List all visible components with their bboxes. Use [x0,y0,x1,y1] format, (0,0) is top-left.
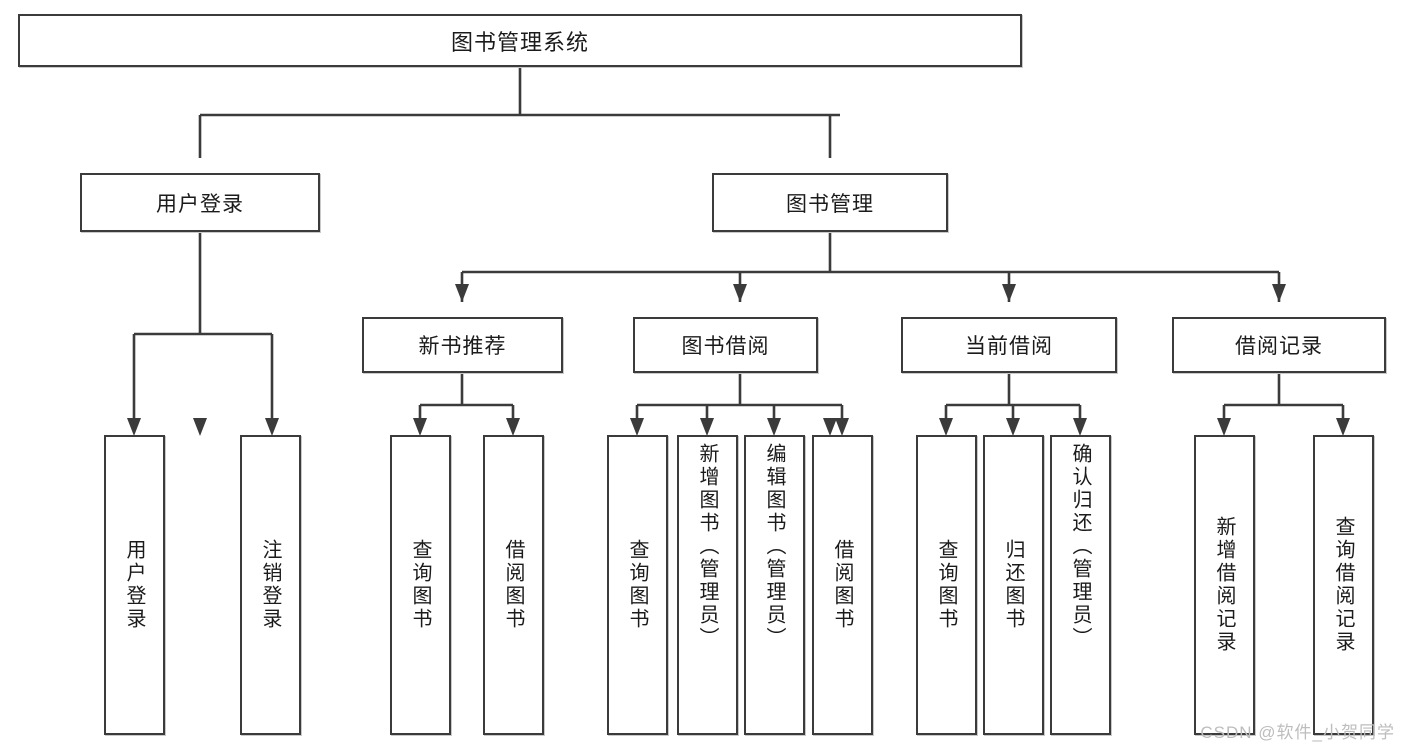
node-borrow-record[interactable]: 借阅记录 [1172,317,1386,373]
node-user-login[interactable]: 用户登录 [80,173,320,232]
leaf-user-login-signout[interactable]: 注销登录 [240,435,301,735]
leaf-record-query[interactable]: 查询借阅记录 [1313,435,1374,735]
leaf-borrow-add-book-admin[interactable]: 新增图书（管理员） [677,435,738,735]
leaf-borrow-query-book[interactable]: 查询图书 [607,435,668,735]
leaf-user-login-signin[interactable]: 用户登录 [104,435,165,735]
node-root-system[interactable]: 图书管理系统 [18,14,1022,67]
node-current-borrow[interactable]: 当前借阅 [901,317,1117,373]
leaf-new-book-query[interactable]: 查询图书 [390,435,451,735]
node-new-book-recommend[interactable]: 新书推荐 [362,317,563,373]
node-book-management[interactable]: 图书管理 [712,173,948,232]
leaf-current-query-book[interactable]: 查询图书 [916,435,977,735]
leaf-record-add[interactable]: 新增借阅记录 [1194,435,1255,735]
node-book-borrow[interactable]: 图书借阅 [633,317,818,373]
leaf-new-book-borrow[interactable]: 借阅图书 [483,435,544,735]
leaf-current-confirm-return-admin[interactable]: 确认归还（管理员） [1050,435,1111,735]
leaf-current-return-book[interactable]: 归还图书 [983,435,1044,735]
leaf-borrow-edit-book-admin[interactable]: 编辑图书（管理员） [744,435,805,735]
leaf-borrow-borrow-book[interactable]: 借阅图书 [812,435,873,735]
